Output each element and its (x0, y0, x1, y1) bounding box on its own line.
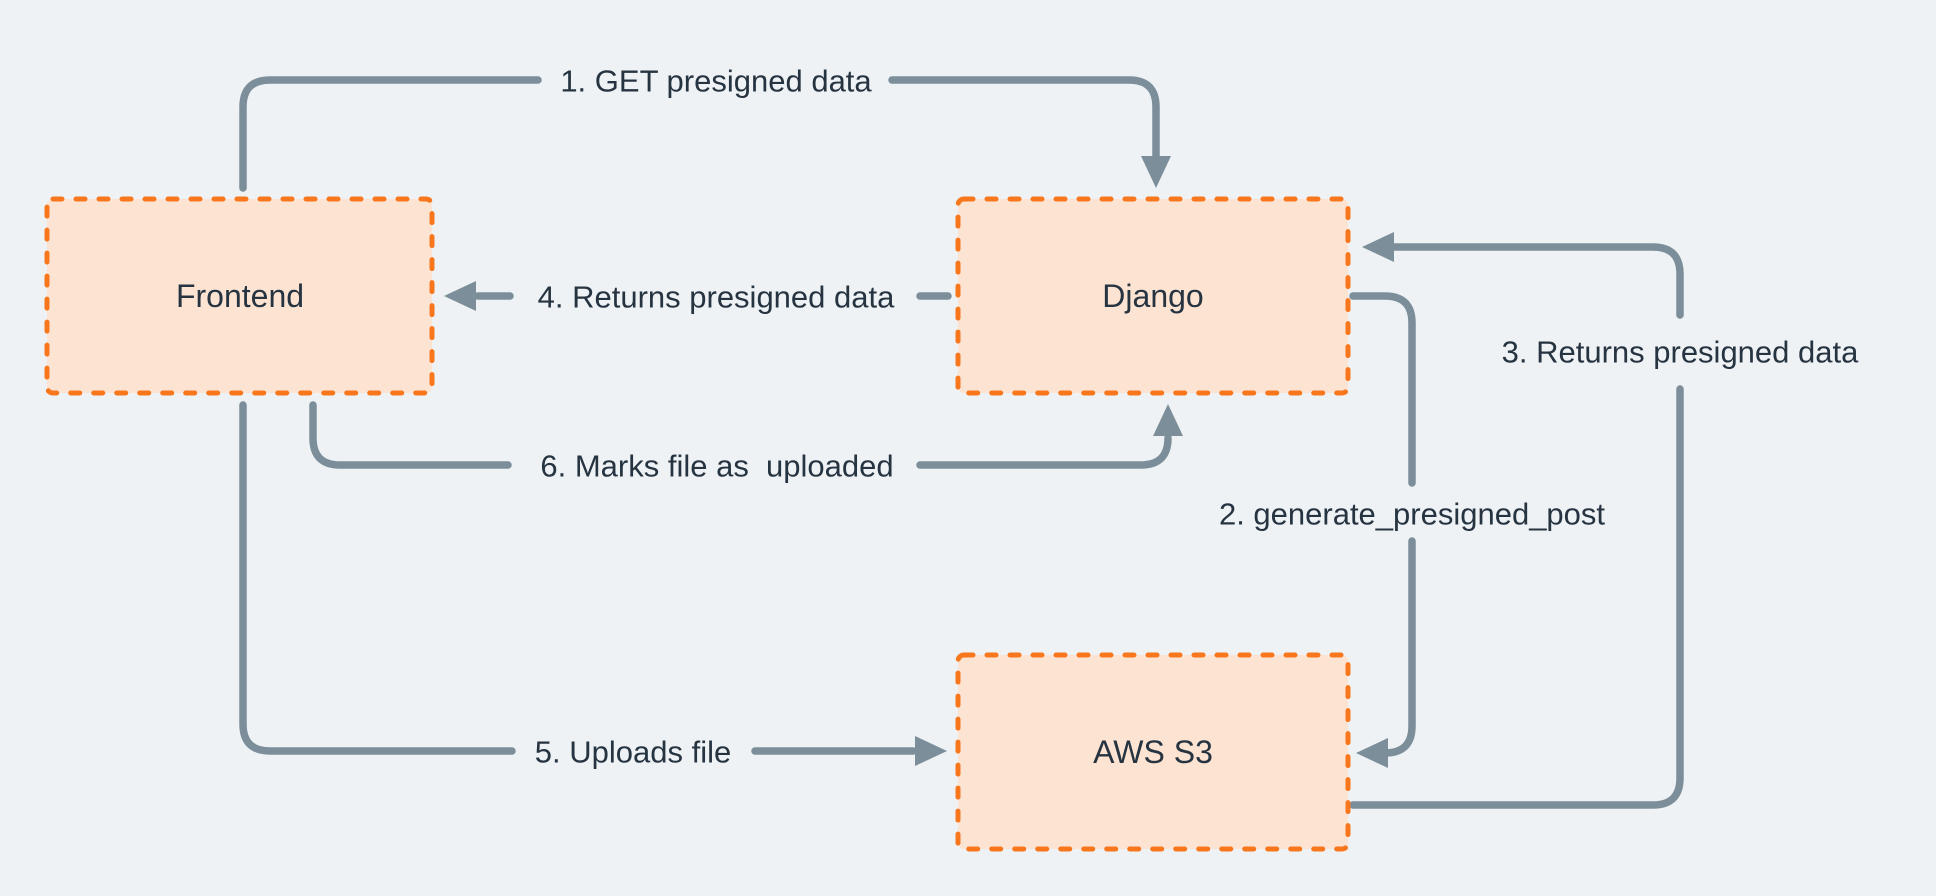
arrow-step2-segment-a (1349, 292, 1416, 487)
node-frontend-label: Frontend (176, 278, 304, 314)
arrow-step5-segment-a (239, 401, 516, 755)
arrow-step6-segment-a (309, 401, 512, 469)
node-django-label: Django (1102, 278, 1203, 314)
arrow-step2-segment-b (1381, 537, 1416, 757)
arrow-step3-segment-b (1390, 243, 1684, 319)
arrow-step5-arrowhead (915, 736, 947, 766)
node-django (955, 196, 1351, 396)
arrow-step1-label: 1. GET presigned data (560, 64, 872, 99)
arrow-step3-segment-a (1349, 385, 1684, 809)
arrow-step1-segment-b (888, 76, 1160, 161)
arrow-step3-arrowhead (1362, 232, 1394, 262)
arrow-step4-arrowhead (444, 281, 476, 311)
arrow-step2-label: 2. generate_presigned_post (1219, 497, 1605, 532)
arrow-step4-label: 4. Returns presigned data (538, 280, 895, 315)
arrow-step6-label: 6. Marks file as uploaded (540, 449, 893, 484)
node-aws-s3-label: AWS S3 (1093, 734, 1213, 770)
node-frontend (44, 196, 435, 396)
arrow-step3-label: 3. Returns presigned data (1502, 335, 1859, 370)
node-aws-s3 (955, 652, 1351, 852)
arrow-step5-label: 5. Uploads file (535, 735, 731, 770)
arrow-step6-segment-b (916, 434, 1172, 469)
arrow-step6-arrowhead (1153, 404, 1183, 436)
arrow-step2-arrowhead (1356, 738, 1388, 768)
arrow-step1-segment-a (239, 76, 542, 192)
arrow-step1-arrowhead (1141, 156, 1171, 188)
